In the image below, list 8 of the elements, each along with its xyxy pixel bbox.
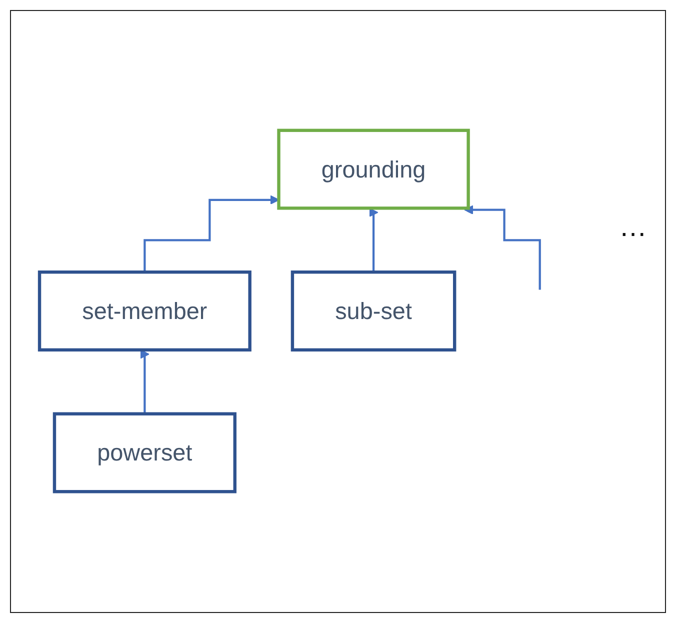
ellipsis-text: … xyxy=(619,211,647,243)
arrow xyxy=(464,205,541,291)
node-box: set-member xyxy=(38,270,252,352)
node-box: grounding xyxy=(277,128,470,210)
node-box: powerset xyxy=(52,412,236,494)
arrow xyxy=(140,349,150,415)
node-box: sub-set xyxy=(290,270,456,352)
arrow xyxy=(368,208,378,274)
